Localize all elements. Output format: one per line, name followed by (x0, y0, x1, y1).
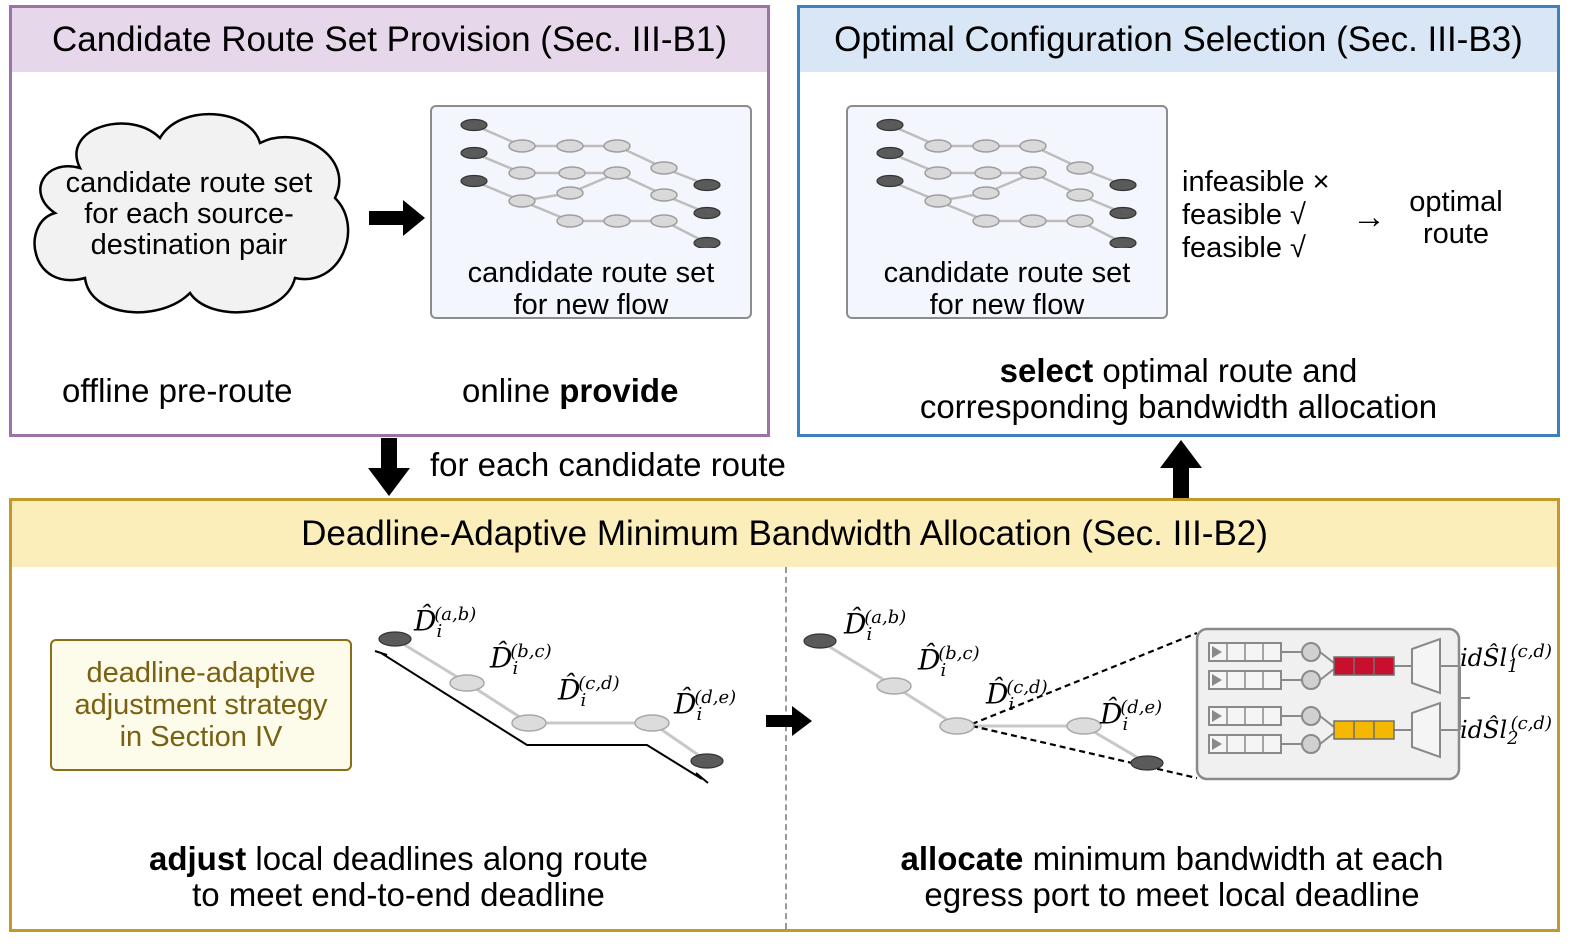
right-arrow-icon (369, 200, 425, 236)
route-graph-icon (876, 118, 1137, 248)
cloud-text: candidate route set for each source- des… (65, 167, 313, 261)
right-arrow-icon (766, 706, 812, 736)
deadline-label-bc: D̂i(b,c) (490, 641, 552, 679)
cloud-icon (33, 112, 350, 314)
alloc-deadline-label-ab: D̂i(a,b) (844, 607, 907, 645)
selection-route-box: candidate route set for new flow (846, 105, 1168, 321)
up-arrow-icon (1160, 440, 1202, 498)
deadline-label-ab: D̂i(a,b) (414, 604, 477, 642)
connector-label: for each candidate route (430, 446, 786, 483)
deadline-label-cd: D̂i(c,d) (558, 673, 620, 711)
selection-header: Optimal Configuration Selection (Sec. II… (800, 8, 1557, 72)
feasibility-list: infeasible × feasible √ feasible √ (1182, 166, 1330, 264)
deadline-label-de: D̂i(d,e) (674, 687, 737, 725)
selection-title: Optimal Configuration Selection (Sec. II… (834, 20, 1523, 59)
allocation-header: Deadline-Adaptive Minimum Bandwidth Allo… (12, 501, 1557, 567)
thin-arrow-icon: → (1352, 198, 1386, 236)
divider (785, 567, 787, 929)
online-label: online provide (462, 372, 679, 409)
allocation-title: Deadline-Adaptive Minimum Bandwidth Allo… (301, 514, 1268, 553)
alloc-deadline-label-de: D̂i(d,e) (1100, 697, 1163, 735)
allocation-panel: Deadline-Adaptive Minimum Bandwidth Allo… (9, 498, 1560, 932)
idle-slope-label-1: idŜl1(c,d) (1460, 641, 1552, 677)
alloc-deadline-label-bc: D̂i(b,c) (918, 643, 980, 681)
route-set-title: Candidate Route Set Provision (Sec. III-… (51, 20, 728, 59)
adjust-route-diagram (374, 631, 724, 784)
selection-box-text: candidate route set for new flow (883, 257, 1131, 321)
alloc-deadline-label-cd: D̂i(c,d) (986, 677, 1048, 715)
selection-panel: Optimal Configuration Selection (Sec. II… (797, 5, 1560, 437)
route-graph-icon (460, 118, 721, 248)
optimal-route-label: optimal route (1409, 186, 1503, 250)
down-arrow-icon (368, 438, 410, 496)
allocate-route-diagram (803, 627, 1470, 781)
route-set-panel: Candidate Route Set Provision (Sec. III-… (9, 5, 770, 437)
offline-label: offline pre-route (62, 372, 293, 409)
selection-caption: select optimal route and corresponding b… (919, 352, 1438, 425)
idle-slope-label-2: idŜl2(c,d) (1460, 713, 1552, 749)
route-set-header: Candidate Route Set Provision (Sec. III-… (12, 8, 767, 72)
strategy-box: deadline-adaptive adjustment strategy in… (50, 639, 352, 771)
adjust-caption: adjust local deadlines along route to me… (149, 840, 648, 913)
route-set-box: candidate route set for new flow (430, 105, 752, 321)
allocate-caption: allocate minimum bandwidth at each egres… (900, 840, 1444, 913)
route-set-box-text: candidate route set for new flow (467, 257, 715, 321)
